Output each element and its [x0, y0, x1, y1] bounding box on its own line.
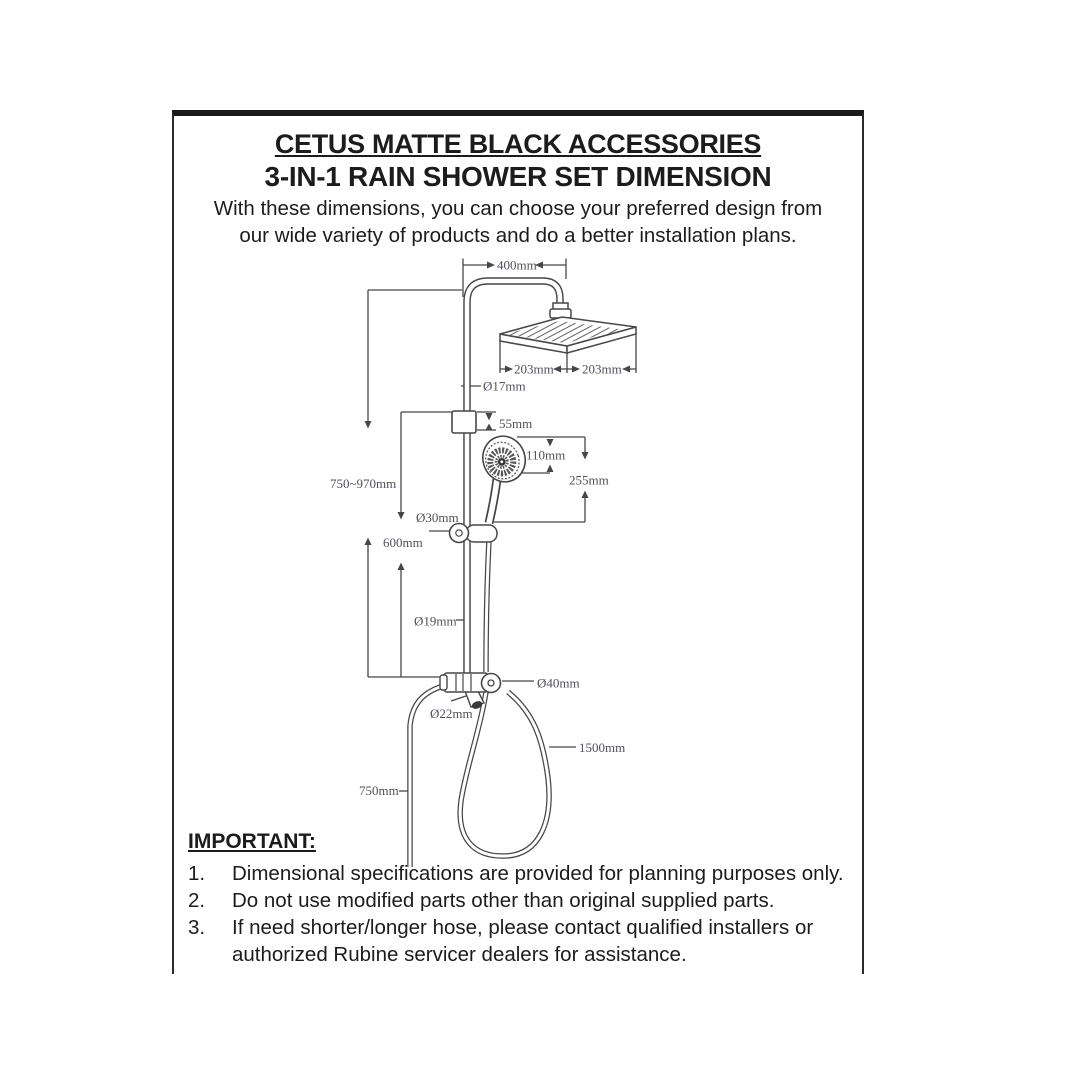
note-text: Dimensional specifications are provided … [232, 862, 844, 885]
note-item: 1. Dimensional specifications are provid… [188, 860, 848, 887]
note-number: 1. [188, 862, 206, 885]
page-title: CETUS MATTE BLACK ACCESSORIES [274, 129, 762, 159]
note-item: 2. Do not use modified parts other than … [188, 887, 848, 914]
note-text: Do not use modified parts other than ori… [232, 889, 775, 912]
note-text: If need shorter/longer hose, please cont… [232, 916, 814, 966]
header: CETUS MATTE BLACK ACCESSORIES 3-IN-1 RAI… [174, 128, 862, 249]
content-border-box: CETUS MATTE BLACK ACCESSORIES 3-IN-1 RAI… [172, 110, 864, 974]
intro-line-1: With these dimensions, you can choose yo… [213, 197, 823, 220]
important-heading: IMPORTANT: [188, 830, 316, 853]
important-notes: IMPORTANT: 1. Dimensional specifications… [188, 830, 848, 968]
intro-text: With these dimensions, you can choose yo… [174, 196, 862, 249]
page-subtitle-title: 3-IN-1 RAIN SHOWER SET DIMENSION [264, 161, 772, 192]
intro-line-2: our wide variety of products and do a be… [239, 223, 797, 247]
note-number: 3. [188, 916, 206, 939]
note-number: 2. [188, 889, 206, 912]
note-item: 3. If need shorter/longer hose, please c… [188, 914, 848, 968]
